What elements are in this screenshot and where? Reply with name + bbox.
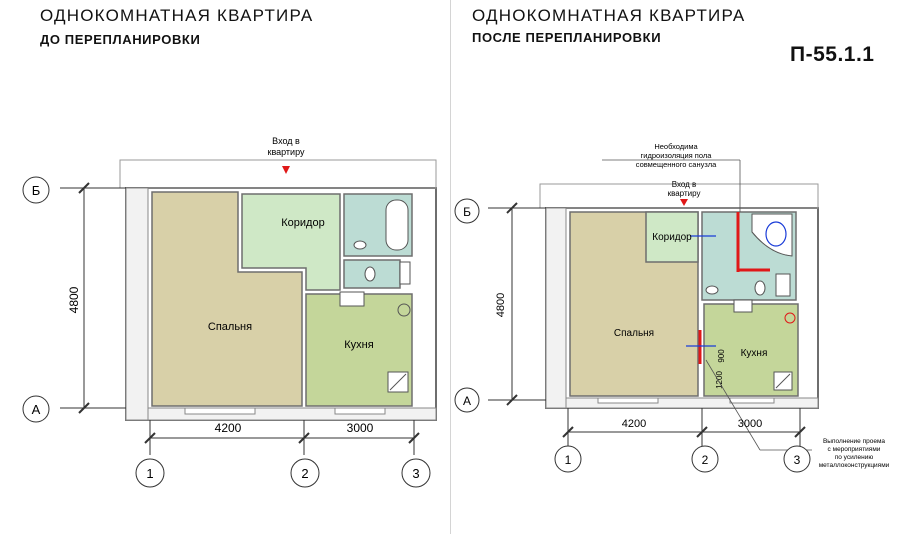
plan-after-toilet bbox=[754, 280, 766, 296]
plan-before-stove bbox=[339, 291, 365, 307]
plan-before-entrance-arrow bbox=[282, 166, 290, 174]
plan-before-axis-1-marker bbox=[135, 458, 165, 488]
plan-after-opening-note-1: Выполнение проема bbox=[823, 438, 885, 445]
plan-after-axis-1-marker bbox=[554, 445, 582, 473]
plan-before-corridor bbox=[241, 193, 341, 291]
plan-after-opening-note-3: по усилению bbox=[835, 454, 874, 461]
plan-after-entrance-arrow bbox=[680, 199, 688, 206]
plan-before-sink bbox=[353, 240, 367, 250]
plan-before: Вход в квартиру Коридор Спальня Кухня 48… bbox=[22, 136, 437, 488]
plan-before-boiler bbox=[399, 261, 411, 285]
plan-after-opening-note-4: металлоконструкциями bbox=[819, 462, 890, 469]
plan-before-toilet bbox=[364, 266, 376, 282]
plan-before-window-bedroom bbox=[184, 407, 256, 415]
plan-after-axis-3: 3 bbox=[794, 453, 801, 467]
plan-before-left-wall bbox=[125, 187, 149, 421]
plan-before-axis-3-marker bbox=[401, 458, 431, 488]
plan-before-entrance-label-1: Вход в bbox=[272, 136, 300, 146]
plan-after-axis-2: 2 bbox=[702, 453, 709, 467]
plan-after-entrance-label-1: Вход в bbox=[672, 180, 697, 189]
plan-after-stove bbox=[733, 299, 753, 313]
plan-after-corridor bbox=[645, 211, 699, 263]
plan-before-kitchen-label: Кухня bbox=[344, 339, 373, 351]
plan-after-waterproof-note-3: совмещенного санузла bbox=[636, 160, 717, 169]
plan-after-window-kitchen bbox=[729, 397, 775, 404]
plan-before-axis-b: Б bbox=[32, 183, 41, 198]
plan-after-axis-1: 1 bbox=[565, 453, 572, 467]
plan-after-kitchen-label: Кухня bbox=[741, 348, 768, 359]
plan-after-top-ledge bbox=[539, 183, 819, 209]
plan-after-width-dim-left: 4200 bbox=[622, 418, 646, 430]
left-plan-subtitle: ДО ПЕРЕПЛАНИРОВКИ bbox=[40, 32, 201, 47]
plan-after-axis-3-marker bbox=[783, 445, 811, 473]
plan-after: 900 1200 Необходима гидроизоляция пола с… bbox=[454, 142, 890, 473]
plan-after-bedroom-label: Спальня bbox=[614, 328, 654, 339]
plan-before-corridor-label: Коридор bbox=[281, 217, 324, 229]
plan-before-axis-3: 3 bbox=[412, 466, 419, 481]
plan-after-waterproof-note-2: гидроизоляция пола bbox=[641, 151, 713, 160]
plan-after-washer bbox=[775, 273, 791, 297]
right-plan-title: ОДНОКОМНАТНАЯ КВАРТИРА bbox=[472, 6, 746, 25]
plan-after-entrance-label-2: квартиру bbox=[668, 189, 701, 198]
plan-before-axis-a: А bbox=[32, 402, 41, 417]
plan-before-axis-b-marker bbox=[22, 176, 50, 204]
plan-before-width-dim-right: 3000 bbox=[347, 421, 374, 435]
plan-after-axis-2-marker bbox=[691, 445, 719, 473]
plan-after-left-wall bbox=[545, 207, 567, 409]
plan-before-axis-a-marker bbox=[22, 395, 50, 423]
plan-after-waterproof-note-1: Необходима bbox=[654, 142, 698, 151]
plan-after-window-bedroom bbox=[597, 397, 659, 404]
plan-after-bedroom bbox=[569, 211, 699, 397]
plan-after-sink bbox=[705, 285, 719, 295]
left-plan-title: ОДНОКОМНАТНАЯ КВАРТИРА bbox=[40, 6, 314, 25]
plan-before-bedroom bbox=[151, 191, 303, 407]
series-code: П-55.1.1 bbox=[790, 43, 875, 66]
plan-before-gas-riser bbox=[397, 303, 411, 317]
plan-after-opening-dim-1: 900 bbox=[717, 349, 726, 363]
plan-after-corridor-label: Коридор bbox=[652, 232, 692, 243]
plan-after-axis-a: А bbox=[463, 394, 471, 408]
plan-before-width-dim-left: 4200 bbox=[215, 421, 242, 435]
plan-after-width-dim-right: 3000 bbox=[738, 418, 762, 430]
plans-divider bbox=[450, 0, 451, 534]
plan-after-opening-dim-2: 1200 bbox=[715, 371, 724, 389]
plan-after-axis-a-marker bbox=[454, 387, 480, 413]
plan-after-gas-riser bbox=[784, 312, 796, 324]
plan-after-bottom-wall bbox=[565, 397, 819, 409]
plan-before-bathtub bbox=[385, 199, 409, 251]
plan-before-top-ledge bbox=[119, 159, 437, 189]
plan-before-bedroom-label: Спальня bbox=[208, 321, 252, 333]
plan-after-opening-note-2: с мероприятиями bbox=[828, 446, 881, 453]
plan-before-axis-2: 2 bbox=[301, 466, 308, 481]
plan-before-window-kitchen bbox=[334, 407, 386, 415]
plan-after-height-dim: 4800 bbox=[495, 293, 507, 317]
right-plan-subtitle: ПОСЛЕ ПЕРЕПЛАНИРОВКИ bbox=[472, 30, 662, 45]
plan-after-axis-b-marker bbox=[454, 198, 480, 224]
plan-before-entrance-label-2: квартиру bbox=[268, 147, 305, 157]
plan-before-axis-2-marker bbox=[290, 458, 320, 488]
plan-before-height-dim: 4800 bbox=[67, 286, 81, 313]
plan-before-axis-1: 1 bbox=[146, 466, 153, 481]
plan-after-axis-b: Б bbox=[463, 205, 471, 219]
